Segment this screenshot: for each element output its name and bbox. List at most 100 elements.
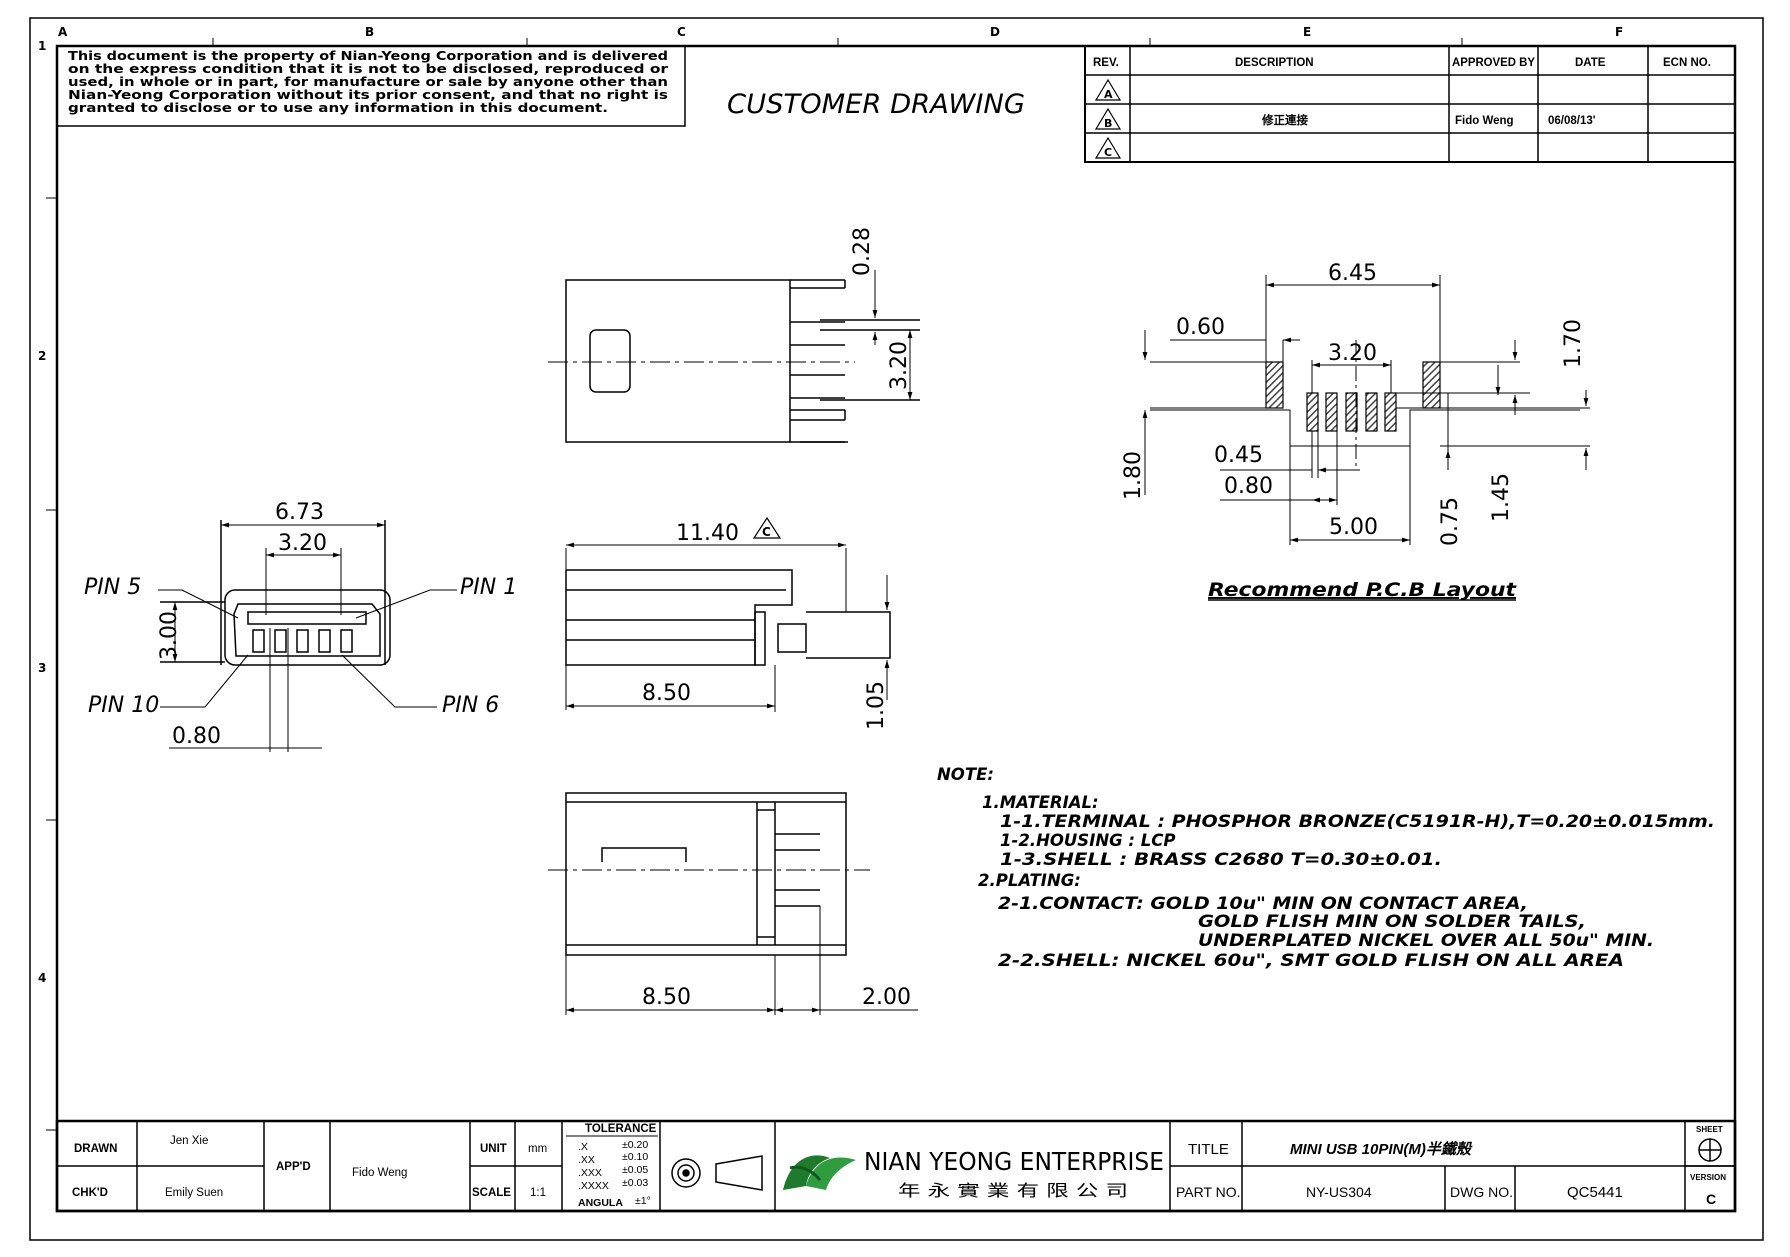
front-view xyxy=(158,520,457,752)
disclaimer-box xyxy=(56,45,686,127)
top-view-dim-0-28: 0.28 xyxy=(850,227,875,276)
tol-xxx-val: ±0.05 xyxy=(622,1164,648,1176)
pcb-dim-0-75: 0.75 xyxy=(1438,497,1463,546)
rev-a-letter: A xyxy=(1104,88,1113,101)
disclaimer-line-3: used, in whole or in part, for manufactu… xyxy=(68,75,668,89)
chkd-value: Emily Suen xyxy=(165,1187,223,1199)
note-line-7: GOLD FLISH MIN ON SOLDER TAILS, xyxy=(1198,912,1586,931)
pcb-dim-0-45: 0.45 xyxy=(1214,443,1263,468)
pcb-dim-1-70: 1.70 xyxy=(1561,319,1586,368)
pin-5-label: PIN 5 xyxy=(84,575,141,600)
title-block-grid xyxy=(55,1119,1737,1213)
sheet-border xyxy=(29,17,1764,1241)
pcb-pad-right xyxy=(1422,361,1441,409)
bottom-view xyxy=(548,792,918,1015)
pcb-dim-3-20: 3.20 xyxy=(1328,341,1377,366)
rev-header: REV. xyxy=(1093,57,1119,69)
pcb-dim-0-80: 0.80 xyxy=(1224,474,1273,499)
note-line-3: 1-2.HOUSING : LCP xyxy=(1000,831,1176,850)
tol-angle-key: ANGULA xyxy=(578,1197,623,1209)
col-label-f: F xyxy=(1615,25,1623,39)
tol-angle-val: ±1° xyxy=(635,1195,651,1207)
col-label-d: D xyxy=(990,25,1000,39)
tol-x-key: .X xyxy=(578,1141,588,1153)
disclaimer-line-4: Nian-Yeong Corporation without its prior… xyxy=(68,88,668,102)
note-line-4: 1-3.SHELL : BRASS C2680 T=0.30±0.01. xyxy=(1000,850,1442,869)
front-dim-0-80: 0.80 xyxy=(172,724,221,749)
side-dim-8-50: 8.50 xyxy=(642,681,691,706)
scale-value: 1:1 xyxy=(530,1187,546,1199)
rev-b-description: 修正連接 xyxy=(1261,113,1308,127)
top-view-dim-3-20: 3.20 xyxy=(887,341,912,390)
pin-6-label: PIN 6 xyxy=(442,693,499,718)
note-line-5: 2.PLATING: xyxy=(978,871,1081,890)
top-view xyxy=(548,270,920,443)
tol-x-val: ±0.20 xyxy=(622,1139,648,1151)
pcb-caption: Recommend P.C.B Layout xyxy=(1208,579,1517,601)
scale-label: SCALE xyxy=(472,1187,511,1199)
note-line-8: UNDERPLATED NICKEL OVER ALL 50u" MIN. xyxy=(1198,931,1654,950)
front-dim-3-00: 3.00 xyxy=(157,611,182,660)
title-value: MINI USB 10PIN(M)半鐵殼 xyxy=(1290,1140,1473,1158)
row-label-1: 1 xyxy=(38,39,46,53)
company-name-cn: 年 永 實 業 有 限 公 司 xyxy=(898,1181,1128,1200)
front-dim-3-20: 3.20 xyxy=(278,531,327,556)
pcb-dim-5-00: 5.00 xyxy=(1329,515,1378,540)
pcb-dim-6-45: 6.45 xyxy=(1328,261,1377,286)
tol-xx-key: .XX xyxy=(578,1154,595,1166)
side-dim-1-05: 1.05 xyxy=(864,681,889,730)
col-label-e: E xyxy=(1303,25,1311,39)
appd-value: Fido Weng xyxy=(352,1167,407,1179)
company-logo-icon xyxy=(783,1155,856,1190)
col-label-b: B xyxy=(365,25,374,39)
pin-1-label: PIN 1 xyxy=(460,575,517,600)
rev-c-letter: C xyxy=(1104,146,1112,159)
notes-title: NOTE: xyxy=(937,765,994,784)
pin-10-label: PIN 10 xyxy=(88,693,159,718)
part-value: NY-US304 xyxy=(1306,1184,1372,1200)
unit-label: UNIT xyxy=(480,1143,507,1155)
unit-value: mm xyxy=(528,1143,547,1155)
row-label-4: 4 xyxy=(38,971,46,985)
chkd-label: CHK'D xyxy=(72,1187,108,1199)
dwg-label: DWG NO. xyxy=(1450,1184,1513,1200)
bottom-dim-2-00: 2.00 xyxy=(862,985,911,1010)
note-line-9: 2-2.SHELL: NICKEL 60u", SMT GOLD FLISH O… xyxy=(998,951,1624,970)
sheet-label: SHEET xyxy=(1696,1125,1723,1134)
rev-b-letter: B xyxy=(1104,117,1112,130)
tol-xxxx-key: .XXXX xyxy=(578,1180,609,1192)
pcb-pin-pad-2 xyxy=(1325,392,1338,432)
disclaimer-text: This document is the property of Nian-Ye… xyxy=(68,49,668,115)
grid-labels xyxy=(46,38,1463,1131)
side-view xyxy=(565,516,891,712)
tol-xxxx-val: ±0.03 xyxy=(622,1177,648,1189)
note-line-1: 1.MATERIAL: xyxy=(982,793,1099,812)
dwg-value: QC5441 xyxy=(1567,1184,1623,1201)
projection-symbol-icon xyxy=(671,1155,763,1191)
drawn-value: Jen Xie xyxy=(170,1135,208,1147)
description-header: DESCRIPTION xyxy=(1235,57,1314,69)
date-header: DATE xyxy=(1575,57,1606,69)
front-dim-6-73: 6.73 xyxy=(275,500,324,525)
side-rev-c-mark: C xyxy=(762,525,771,539)
drawn-label: DRAWN xyxy=(74,1143,117,1155)
approved-by-header: APPROVED BY xyxy=(1452,57,1535,69)
title-label: TITLE xyxy=(1188,1141,1229,1158)
pcb-pin-pad-1 xyxy=(1306,392,1319,432)
pcb-pin-pad-5 xyxy=(1384,392,1397,432)
tol-xx-val: ±0.10 xyxy=(622,1151,648,1163)
row-label-3: 3 xyxy=(38,661,46,675)
version-label: VERSION xyxy=(1690,1173,1726,1182)
row-label-2: 2 xyxy=(38,349,46,363)
rev-b-date: 06/08/13' xyxy=(1548,115,1596,127)
pcb-dimension-lines xyxy=(1142,275,1590,545)
disclaimer-line-2: on the express condition that it is not … xyxy=(68,62,668,76)
revision-table xyxy=(1084,45,1736,163)
company-name: NIAN YEONG ENTERPRISE xyxy=(864,1147,1164,1176)
col-label-a: A xyxy=(58,25,68,39)
pcb-dim-0-60: 0.60 xyxy=(1176,315,1225,340)
part-label: PART NO. xyxy=(1176,1184,1241,1200)
version-value: C xyxy=(1706,1191,1716,1207)
pcb-pin-pad-3 xyxy=(1345,392,1358,432)
